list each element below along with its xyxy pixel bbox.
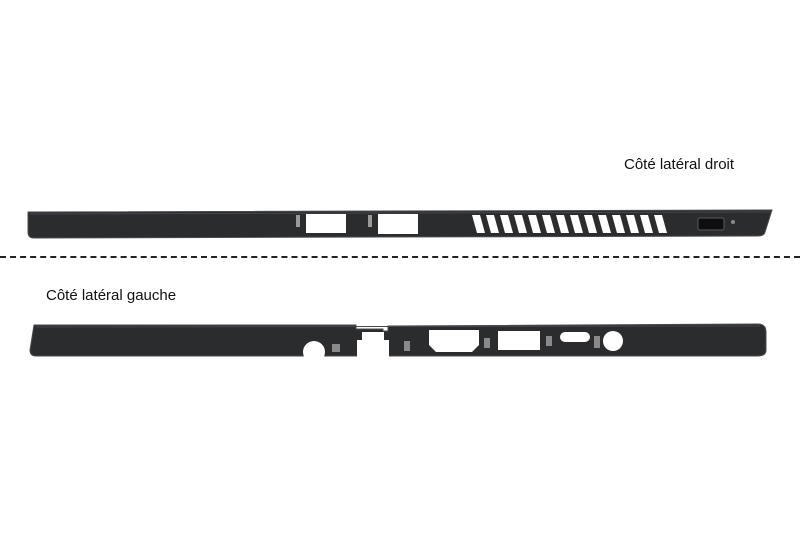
usb-c-port-icon: [560, 332, 590, 342]
usb-port-icon: [368, 214, 418, 234]
section-divider: [0, 256, 800, 258]
right-side-label: Côté latéral droit: [624, 156, 735, 173]
power-jack-icon: [303, 341, 340, 363]
usb-port-icon: [296, 214, 346, 233]
vent-grille-icon: [472, 215, 667, 233]
left-side-chassis: [29, 323, 767, 357]
hdmi-port-icon: [404, 330, 490, 352]
usb-port-icon: [498, 331, 552, 350]
security-lock-slot-icon: [697, 217, 735, 231]
left-side-label: Côté latéral gauche: [46, 287, 177, 304]
audio-jack-icon: [594, 331, 623, 351]
ethernet-port-icon: [357, 332, 389, 357]
